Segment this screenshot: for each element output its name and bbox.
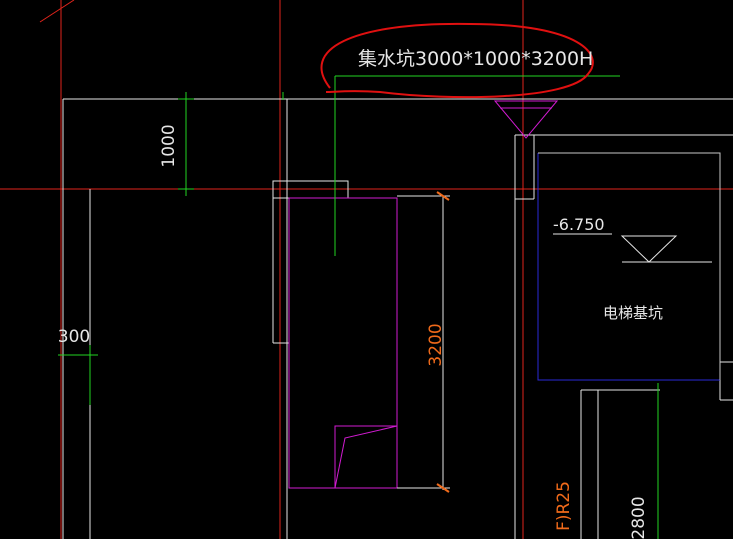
elevation-marker: -6.750 [553,215,712,263]
dim-3200-tick-bottom [436,483,450,493]
revision-cloud [320,22,594,99]
elevator-pit-grey-outline [538,152,721,380]
pit-annotation-text: 集水坑3000*1000*3200H [358,48,593,70]
dim-300-text: 300 [58,327,90,347]
dim-3200-text: 3200 [426,323,446,366]
sump-pump-symbol [334,425,398,489]
elevator-pit-label: 电梯基坑 [603,304,663,322]
elevator-pit-blue-outline [537,153,720,381]
green-lines [58,75,659,539]
dim-2800-text: 2800 [629,496,649,539]
elevation-value: -6.750 [553,215,605,234]
wall-outlines [62,98,733,539]
dim-3200-tick-top [436,191,450,201]
axis-diagonal-marker [39,0,75,23]
radius-text: F)R25 [554,481,574,531]
elevator-pit[interactable]: 电梯基坑 [537,152,721,381]
sump-pit[interactable] [288,197,398,489]
elevation-triangle-symbol [620,235,678,263]
dim-1000-text: 1000 [159,124,179,167]
dim-3200: 3200 [397,191,450,493]
pit-annotation[interactable]: 集水坑3000*1000*3200H [320,22,594,99]
section-marker-triangle [493,100,559,139]
sump-pump-box [334,425,398,489]
